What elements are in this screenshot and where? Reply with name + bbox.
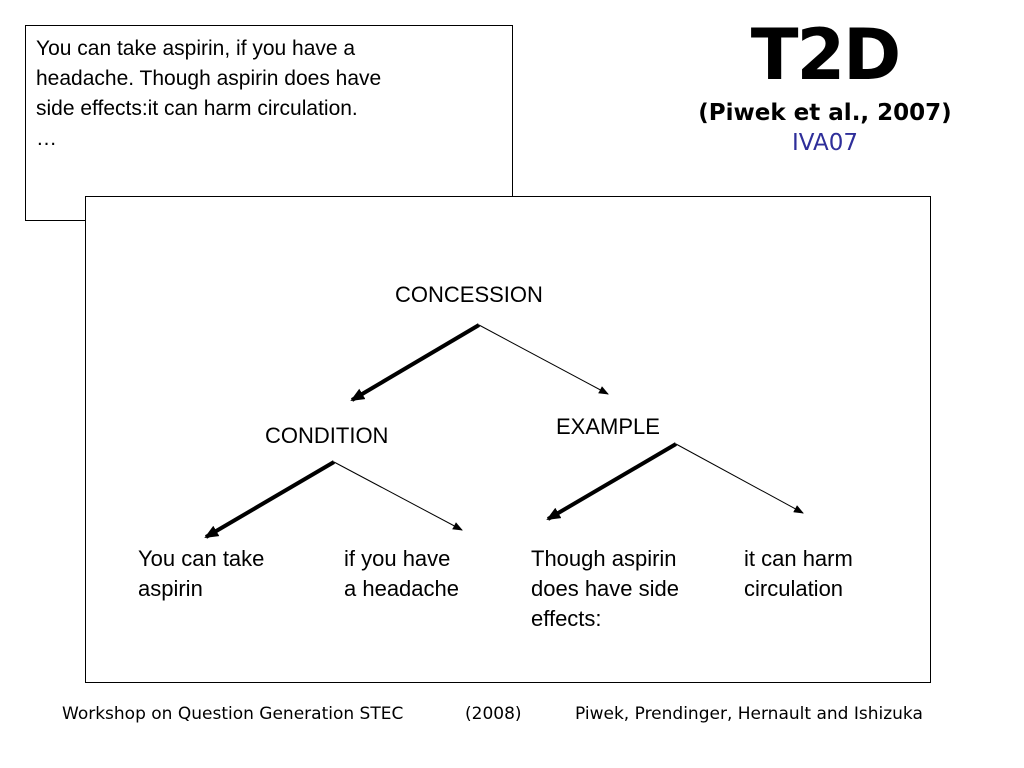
leaf-line: Though aspirin — [531, 546, 677, 571]
edge-concession-example — [478, 324, 609, 395]
text-line: You can take aspirin, if you have a — [36, 37, 356, 60]
text-line-ellipsis: … — [36, 127, 57, 150]
edge-example-leaf4 — [675, 443, 804, 514]
node-example: EXAMPLE — [556, 414, 660, 439]
text-line: headache. Though aspirin does have — [36, 67, 382, 90]
citation-text: (Piwek et al., 2007) — [698, 100, 952, 126]
edge-example-leaf3 — [546, 442, 678, 521]
leaf-if-you-have-a-headache: if you have a headache — [344, 544, 459, 604]
leaf-line: You can take — [138, 546, 265, 571]
leaf-though-aspirin-side-effects: Though aspirin does have side effects: — [531, 544, 679, 634]
leaf-line: a headache — [344, 576, 459, 601]
edge-condition-leaf2 — [333, 461, 463, 531]
title-block: T2D (Piwek et al., 2007) IVA07 — [640, 12, 1010, 158]
leaf-line: aspirin — [138, 576, 203, 601]
leaf-you-can-take-aspirin: You can take aspirin — [138, 544, 264, 604]
edge-condition-leaf1 — [204, 460, 336, 539]
leaf-line: effects: — [531, 606, 602, 631]
citation: (Piwek et al., 2007) — [640, 98, 1010, 128]
text-line: side effects:it can harm circulation. — [36, 97, 358, 120]
edge-concession-condition — [350, 323, 481, 402]
leaf-it-can-harm-circulation: it can harm circulation — [744, 544, 853, 604]
footer-year: (2008) — [465, 704, 522, 724]
venue-label: IVA07 — [791, 130, 859, 156]
node-concession: CONCESSION — [395, 282, 543, 307]
footer-authors: Piwek, Prendinger, Hernault and Ishizuka — [575, 704, 923, 724]
leaf-line: if you have — [344, 546, 451, 571]
leaf-line: circulation — [744, 576, 844, 601]
rhetorical-structure-diagram: CONCESSION CONDITION EXAMPLE You can tak… — [85, 196, 931, 683]
footer-workshop: Workshop on Question Generation STEC — [62, 704, 404, 724]
slide-title: T2D — [750, 14, 902, 96]
leaf-line: it can harm — [744, 546, 853, 571]
tree-edges — [204, 323, 804, 539]
node-condition: CONDITION — [265, 423, 389, 448]
example-text-box: You can take aspirin, if you have a head… — [25, 25, 513, 221]
leaf-line: does have side — [531, 576, 679, 601]
